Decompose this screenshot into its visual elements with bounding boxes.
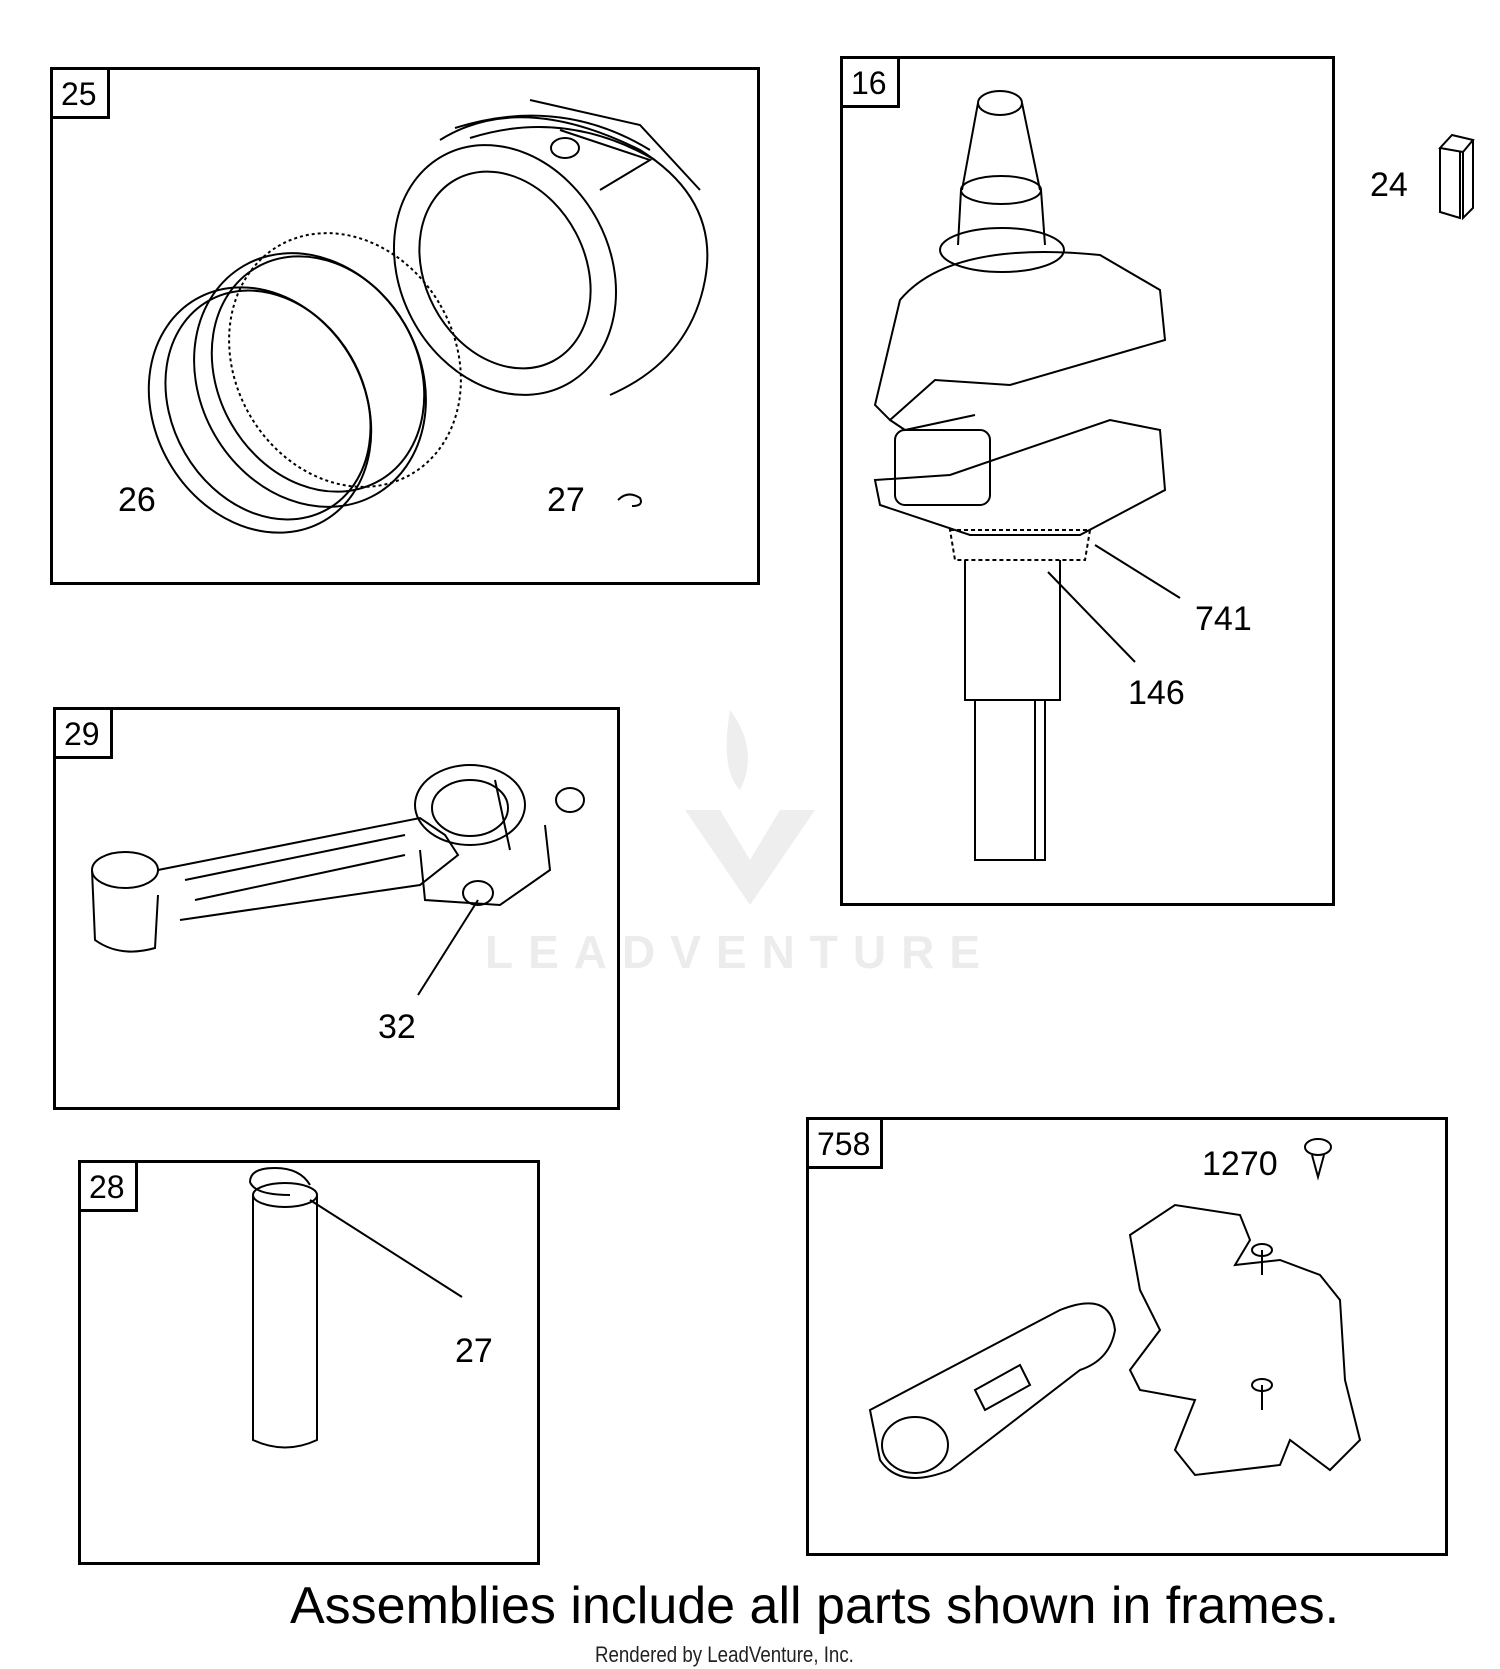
callout-1270: 1270 xyxy=(1202,1145,1278,1183)
clip-27-drawing xyxy=(617,493,642,507)
callout-26: 26 xyxy=(118,481,156,519)
frame-counterweight: 758 xyxy=(806,1117,1448,1556)
piston-rings-drawing xyxy=(147,232,462,534)
counterweight-drawing xyxy=(868,1203,1362,1479)
leader-27-pin xyxy=(309,1199,463,1298)
assemblies-note: Assemblies include all parts shown in fr… xyxy=(290,1577,1340,1635)
callout-146: 146 xyxy=(1128,674,1185,712)
watermark-logo xyxy=(685,710,815,905)
frame-connecting-rod: 29 xyxy=(53,707,620,1110)
piston-pin-drawing xyxy=(248,1166,318,1449)
piston-drawing xyxy=(393,99,709,396)
callout-24: 24 xyxy=(1370,166,1408,204)
watermark-text: LEADVENTURE xyxy=(485,926,996,978)
leader-741 xyxy=(1094,544,1181,599)
frame-id-25: 25 xyxy=(50,67,110,119)
crankshaft-drawing xyxy=(873,90,1167,861)
connecting-rod-drawing xyxy=(91,764,585,953)
screw-1270-drawing xyxy=(1304,1138,1332,1181)
leader-32 xyxy=(417,899,479,996)
frame-id-29: 29 xyxy=(53,707,113,759)
callout-741: 741 xyxy=(1195,600,1252,638)
frame-piston: 25 xyxy=(50,67,760,585)
frame-crankshaft: 16 xyxy=(840,56,1335,906)
frame-piston-pin: 28 xyxy=(78,1160,540,1565)
frame-id-758: 758 xyxy=(806,1117,884,1169)
callout-27-pin: 27 xyxy=(455,1332,493,1370)
frame-id-16: 16 xyxy=(840,56,900,108)
key-drawing xyxy=(1438,133,1475,221)
leader-146 xyxy=(1047,571,1136,663)
frame-id-28: 28 xyxy=(78,1160,138,1212)
callout-32: 32 xyxy=(378,1008,416,1046)
rendered-by-credit: Rendered by LeadVenture, Inc. xyxy=(595,1642,854,1667)
callout-27-piston: 27 xyxy=(547,481,585,519)
